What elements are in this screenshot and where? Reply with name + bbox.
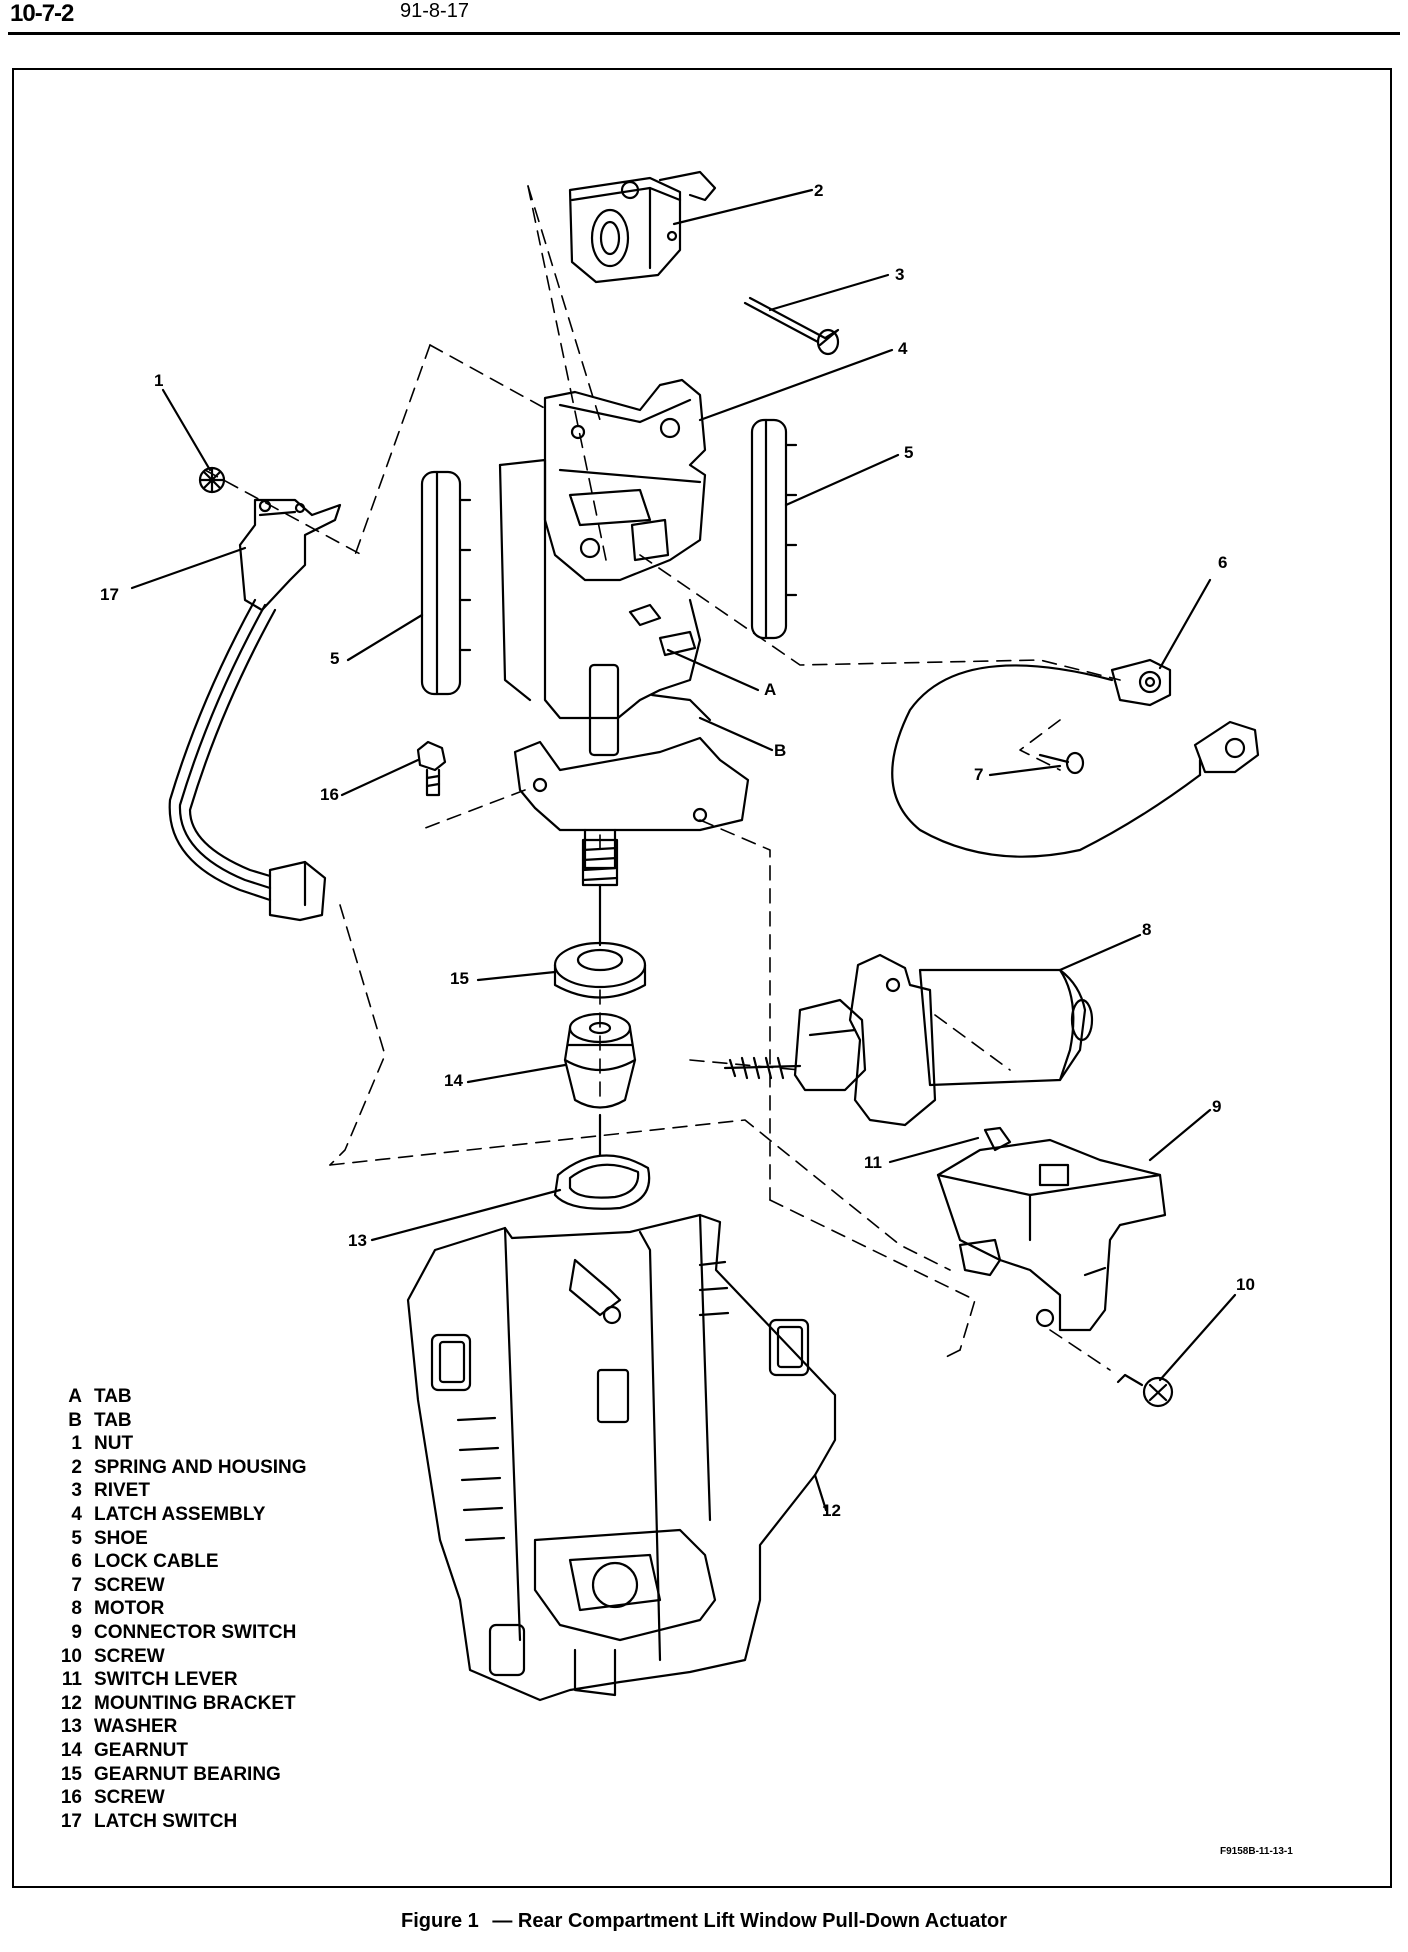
gearnut <box>563 1012 637 1157</box>
tab-b <box>650 693 712 722</box>
callout-b: B <box>774 741 786 760</box>
callout-11: 11 <box>864 1153 882 1172</box>
callout-10: 10 <box>1236 1275 1255 1294</box>
motor <box>723 953 1094 1127</box>
callout-7: 7 <box>974 765 983 784</box>
switch-lever <box>983 1126 1012 1152</box>
connector-switch <box>936 1138 1167 1332</box>
shoe-left <box>420 470 472 696</box>
callout-3: 3 <box>895 265 904 284</box>
actuator-plate <box>513 663 750 870</box>
caption-title: — Rear Compartment Lift Window Pull-Down… <box>492 1910 1007 1932</box>
callout-5-right: 5 <box>904 443 913 462</box>
latch-switch <box>168 498 342 922</box>
spring-housing <box>568 170 717 284</box>
callout-12: 12 <box>822 1501 841 1520</box>
tab-a-2 <box>658 630 697 657</box>
screw-16 <box>416 740 447 797</box>
callout-14: 14 <box>444 1071 463 1090</box>
callout-15: 15 <box>450 969 469 988</box>
callout-a: A <box>764 680 776 699</box>
callout-2: 2 <box>814 181 823 200</box>
callout-9: 9 <box>1212 1097 1221 1116</box>
threaded-stud <box>581 838 619 947</box>
leader-lines <box>130 188 1237 1512</box>
figure-caption: Figure 1 — Rear Compartment Lift Window … <box>0 1910 1408 1933</box>
gearnut-bearing <box>553 941 647 999</box>
rivet <box>743 296 840 356</box>
callout-16: 16 <box>320 785 339 804</box>
screw-10 <box>1116 1373 1174 1408</box>
callout-4: 4 <box>898 339 908 358</box>
callout-1: 1 <box>154 371 163 390</box>
callout-13: 13 <box>348 1231 367 1250</box>
nut <box>198 466 226 494</box>
callout-6: 6 <box>1218 553 1227 572</box>
lock-cable <box>891 658 1260 858</box>
page-header: 10-7-2 91-8-17 <box>0 0 1408 40</box>
figure-code: F9158B-11-13-1 <box>1220 1846 1293 1857</box>
page-number: 10-7-2 <box>10 0 74 27</box>
washer <box>553 1154 651 1210</box>
header-rule <box>8 32 1400 35</box>
callout-8: 8 <box>1142 920 1151 939</box>
latch-assembly <box>498 378 707 720</box>
tab-a <box>628 603 662 627</box>
figure-frame <box>12 68 1392 1888</box>
page-date: 91-8-17 <box>400 0 469 22</box>
caption-number: Figure 1 <box>401 1910 479 1932</box>
screw-7 <box>1038 751 1085 775</box>
callout-17: 17 <box>100 585 119 604</box>
callout-5-left: 5 <box>330 649 339 668</box>
mounting-bracket <box>406 1213 837 1702</box>
shoe-right <box>750 418 798 640</box>
